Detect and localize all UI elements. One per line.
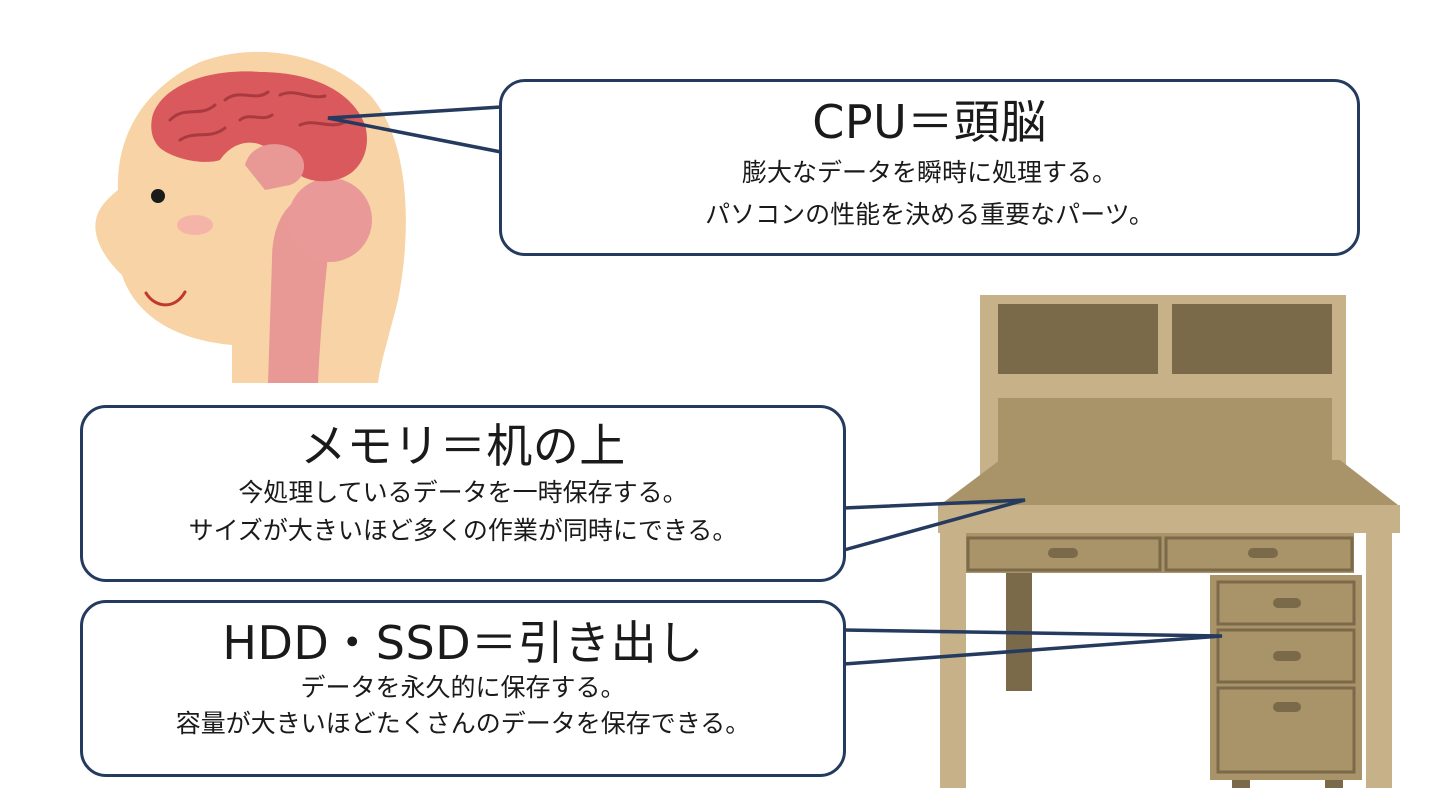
apron: [962, 533, 1354, 573]
desktop: [940, 460, 1398, 505]
cabinet-handle-2: [1273, 651, 1301, 661]
cpu-title: CPU＝頭脳: [812, 95, 1047, 149]
apron-handle-left: [1048, 548, 1078, 558]
apron-drawer-right: [1164, 536, 1354, 572]
cpu-pointer: [327, 105, 502, 154]
leg-front-right: [1366, 533, 1392, 788]
hutch-shelf-left: [998, 304, 1158, 374]
storage-line-2: 容量が大きいほどたくさんのデータを保存できる。: [175, 709, 751, 738]
inner-brain: [245, 144, 305, 190]
hutch-back: [998, 398, 1332, 468]
apron-handle-right: [1248, 548, 1278, 558]
cpu-line-2: パソコンの性能を決める重要なパーツ。: [705, 200, 1154, 229]
storage-callout: HDD・SSD＝引き出し データを永久的に保存する。 容量が大きいほどたくさんの…: [80, 600, 846, 777]
memory-line-2: サイズが大きいほど多くの作業が同時にできる。: [188, 516, 738, 545]
hutch-shelf-right: [1172, 304, 1332, 374]
storage-pointer: [843, 628, 1223, 666]
cpu-callout: CPU＝頭脳 膨大なデータを瞬時に処理する。 パソコンの性能を決める重要なパーツ…: [499, 79, 1360, 256]
cabinet-drawer-1: [1216, 580, 1356, 626]
caster-right: [1325, 780, 1343, 788]
cabinet-drawer-2: [1216, 628, 1356, 684]
brain-folds: [168, 90, 347, 142]
cerebellum: [288, 178, 372, 262]
memory-pointer: [843, 498, 1026, 552]
storage-title: HDD・SSD＝引き出し: [222, 616, 704, 670]
drawer-cabinet: [1210, 575, 1362, 780]
desktop-edge: [938, 505, 1400, 533]
storage-line-1: データを永久的に保存する。: [300, 673, 626, 702]
memory-callout: メモリ＝机の上 今処理しているデータを一時保存する。 サイズが大きいほど多くの作…: [80, 405, 846, 582]
memory-line-1: 今処理しているデータを一時保存する。: [238, 478, 688, 507]
caster-left: [1232, 780, 1250, 788]
memory-title: メモリ＝机の上: [300, 419, 626, 473]
cabinet-handle-3: [1273, 702, 1301, 712]
cheek-blush: [177, 215, 213, 235]
head-illustration: [95, 51, 406, 384]
cabinet-drawer-3: [1216, 686, 1356, 774]
leg-front-left: [940, 533, 966, 788]
cabinet-handle-1: [1273, 598, 1301, 608]
apron-drawer-left: [966, 536, 1162, 572]
eye: [151, 189, 165, 203]
brain-cerebrum: [151, 71, 367, 182]
smile: [144, 290, 187, 307]
desk-illustration: [938, 295, 1400, 788]
cpu-line-1: 膨大なデータを瞬時に処理する。: [741, 158, 1117, 187]
